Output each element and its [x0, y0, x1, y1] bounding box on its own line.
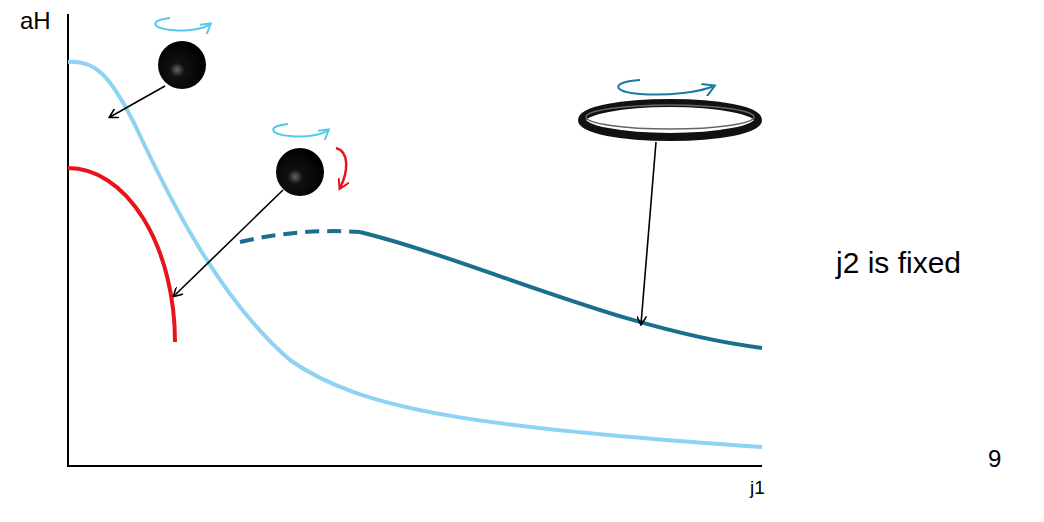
leader-arrow	[110, 86, 165, 117]
leader-arrow	[641, 142, 656, 324]
leader-arrow	[174, 190, 283, 296]
black-hole-sphere	[276, 148, 324, 196]
spinning-hole-curve	[68, 62, 762, 447]
rotation-arrow	[336, 148, 346, 188]
rotation-arrow	[273, 124, 328, 137]
double-spin-curve	[68, 168, 175, 342]
ring-highlight	[586, 105, 754, 129]
ring-curve-dashed	[240, 231, 360, 242]
x-axis	[67, 465, 762, 467]
page-number: 9	[988, 446, 1001, 472]
rotation-arrow	[155, 18, 210, 31]
note-text: j2 is fixed	[836, 246, 961, 279]
axis-label: aH	[20, 8, 51, 34]
y-axis	[67, 14, 69, 467]
ring-curve	[360, 232, 762, 348]
rotation-arrow	[618, 80, 714, 95]
axis-label: j1	[750, 478, 765, 499]
black-hole-sphere	[158, 41, 206, 89]
black-ring	[582, 103, 758, 137]
